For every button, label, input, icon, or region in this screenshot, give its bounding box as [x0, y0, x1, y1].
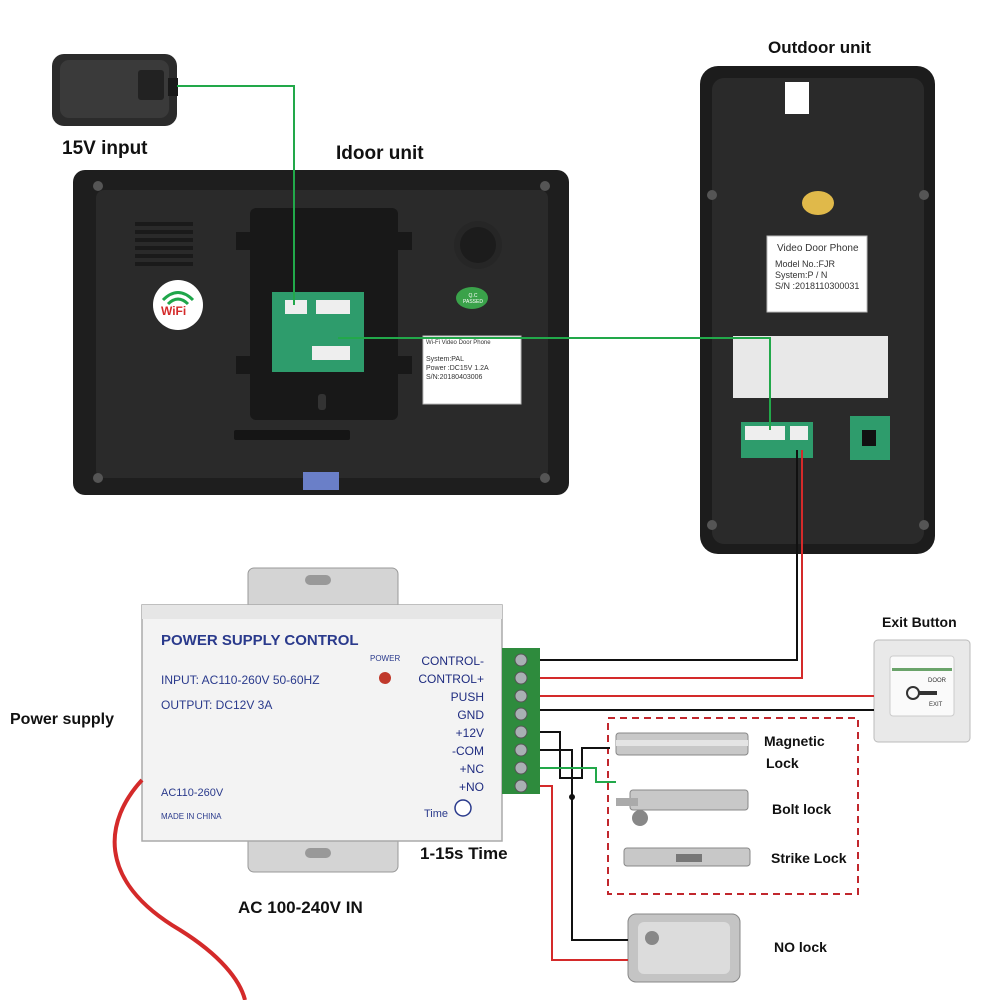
- bolt-lock-device: [616, 789, 749, 826]
- outdoor-unit-label: Outdoor unit: [768, 38, 871, 57]
- outdoor-sticker-title: Video Door Phone: [777, 243, 859, 254]
- terminal-12v: +12V: [455, 726, 484, 740]
- exit-button-device: [873, 639, 971, 743]
- terminal-gnd: GND: [457, 708, 484, 722]
- no-lock-label: NO lock: [774, 939, 827, 955]
- terminal-control-minus: CONTROL-: [421, 654, 484, 668]
- power-supply-unit: [141, 567, 540, 873]
- power-supply-label: Power supply: [10, 711, 115, 728]
- terminal-com: -COM: [452, 744, 484, 758]
- psu-time-label: Time: [424, 808, 449, 820]
- 15v-input-label: 15V input: [62, 138, 148, 159]
- indoor-sticker-system: System:PAL: [426, 356, 464, 363]
- power-adapter: [52, 54, 178, 126]
- magnetic-lock-device: [615, 732, 749, 756]
- wire-com: [540, 749, 628, 941]
- wire-indoor-outdoor-green: [338, 337, 771, 430]
- psu-made-in: MADE IN CHINA: [161, 812, 222, 821]
- outdoor-sticker-sn: S/N :2018110300031: [775, 281, 860, 291]
- magnetic-lock-label-2: Lock: [766, 755, 799, 771]
- indoor-sticker-sn: S/N:20180403006: [426, 374, 483, 381]
- psu-output: OUTPUT: DC12V 3A: [161, 698, 273, 712]
- wire-control-minus: [540, 450, 798, 661]
- outdoor-sticker-system: System:P / N: [775, 270, 828, 280]
- magnetic-lock-label: Magnetic: [764, 733, 825, 749]
- wire-nc: [540, 767, 616, 783]
- time-range-label: 1-15s Time: [420, 844, 508, 863]
- exit-plate-door: DOOR: [928, 678, 946, 684]
- terminal-push: PUSH: [450, 690, 484, 704]
- wire-control-plus: [540, 450, 803, 679]
- no-lock-device: [627, 913, 741, 983]
- indoor-sticker-title: Wi-Fi Video Door Phone: [426, 340, 491, 346]
- wire-no: [540, 785, 628, 961]
- indoor-unit: [73, 170, 569, 495]
- wire-15v-green: [177, 85, 295, 305]
- exit-plate-exit: EXIT: [929, 702, 943, 708]
- wire-ac-input: [112, 778, 247, 1000]
- terminal-nc: +NC: [459, 762, 484, 776]
- outdoor-sticker-model: Model No.:FJR: [775, 259, 836, 269]
- psu-input: INPUT: AC110-260V 50-60HZ: [161, 673, 320, 687]
- psu-ac-label: AC110-260V: [161, 787, 224, 799]
- lock-options-box: [607, 717, 859, 895]
- bolt-lock-label: Bolt lock: [772, 801, 832, 817]
- wire-12v: [540, 731, 610, 779]
- outdoor-unit: [700, 66, 935, 554]
- wires: [112, 85, 874, 1000]
- strike-lock-label: Strike Lock: [771, 850, 847, 866]
- wifi-logo: WiFi: [161, 304, 187, 318]
- qc-badge: Q.C PASSED: [463, 293, 483, 305]
- psu-power-led-label: POWER: [370, 654, 401, 663]
- exit-button-label: Exit Button: [882, 614, 957, 630]
- terminal-control-plus: CONTROL+: [418, 672, 484, 686]
- ac-input-label: AC 100-240V IN: [238, 898, 363, 917]
- psu-title: POWER SUPPLY CONTROL: [161, 632, 359, 649]
- indoor-sticker-power: Power :DC15V 1.2A: [426, 365, 489, 372]
- strike-lock-device: [623, 847, 751, 867]
- terminal-no: +NO: [458, 780, 484, 794]
- indoor-unit-label: Idoor unit: [336, 143, 424, 164]
